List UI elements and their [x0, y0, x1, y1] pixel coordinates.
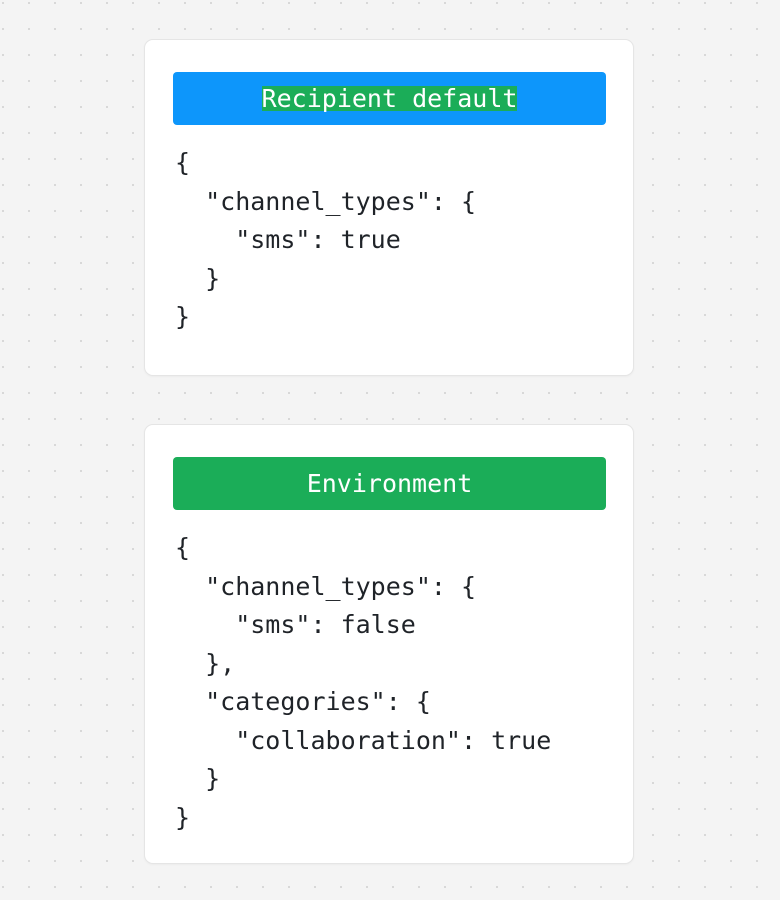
card-header-recipient-default[interactable]: Recipient default	[173, 72, 606, 125]
card-header-label: Environment	[306, 469, 473, 498]
card-recipient-default[interactable]: Recipient default { "channel_types": { "…	[144, 39, 634, 376]
json-body-recipient-default: { "channel_types": { "sms": true } }	[175, 148, 477, 331]
card-environment[interactable]: Environment { "channel_types": { "sms": …	[144, 424, 634, 864]
json-body-environment: { "channel_types": { "sms": false }, "ca…	[175, 533, 552, 832]
card-header-label: Recipient default	[261, 84, 518, 113]
card-header-environment[interactable]: Environment	[173, 457, 606, 510]
